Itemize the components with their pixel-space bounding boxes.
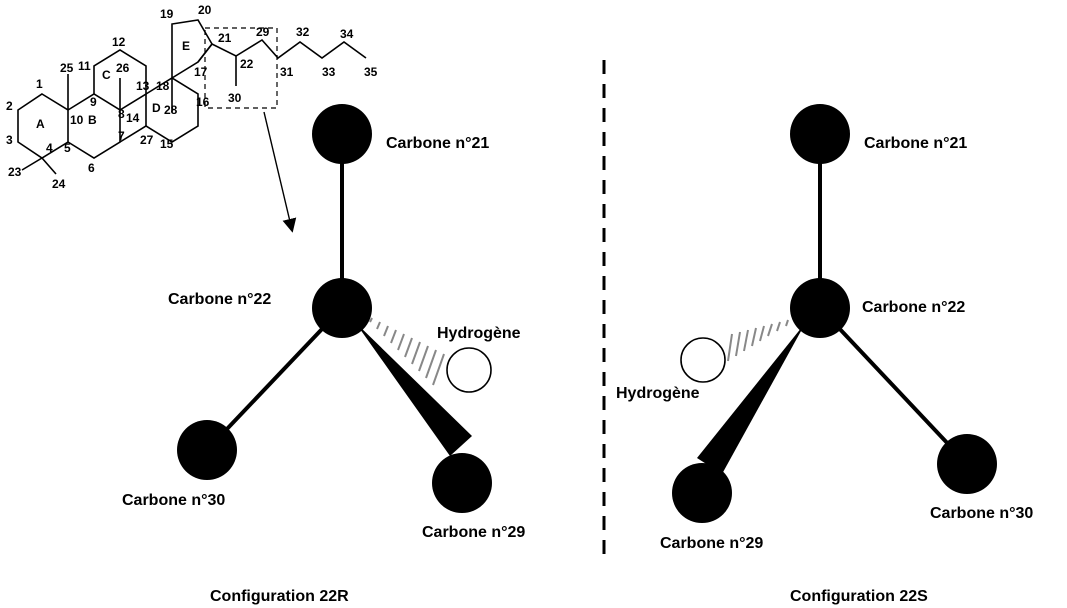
carbon-30-label: Carbone n°30 bbox=[930, 505, 1033, 522]
carbon-number: 24 bbox=[52, 177, 66, 191]
carbon-number: 21 bbox=[218, 31, 232, 45]
carbon-number: 13 bbox=[136, 79, 150, 93]
carbon-29-atom bbox=[672, 463, 732, 523]
carbon-22-atom bbox=[790, 278, 850, 338]
ring-label: E bbox=[182, 39, 190, 53]
carbon-29-atom bbox=[432, 453, 492, 513]
carbon-21-label: Carbone n°21 bbox=[864, 135, 967, 152]
carbon-number: 9 bbox=[90, 95, 97, 109]
carbon-number: 18 bbox=[156, 79, 170, 93]
wedge-bond-c29 bbox=[697, 322, 806, 474]
carbon-number: 6 bbox=[88, 161, 95, 175]
carbon-30-atom bbox=[937, 434, 997, 494]
configuration-caption: Configuration 22R bbox=[210, 588, 349, 605]
pointer-arrow bbox=[263, 111, 297, 233]
carbon-number: 5 bbox=[64, 141, 71, 155]
side-chain bbox=[197, 38, 367, 63]
carbon-21-atom bbox=[790, 104, 850, 164]
ring-label: C bbox=[102, 68, 111, 82]
carbon-number: 32 bbox=[296, 25, 310, 39]
carbon-29-label: Carbone n°29 bbox=[422, 524, 525, 541]
carbon-number: 4 bbox=[46, 141, 53, 155]
carbon-30-atom bbox=[177, 420, 237, 480]
carbon-21-label: Carbone n°21 bbox=[386, 135, 489, 152]
carbon-30-label: Carbone n°30 bbox=[122, 492, 225, 509]
configuration-22r: Carbone n°21 Carbone n°22 Hydrogène Carb… bbox=[122, 104, 525, 605]
methyl-26-27 bbox=[119, 78, 147, 126]
configuration-caption: Configuration 22S bbox=[790, 588, 928, 605]
carbon-number: 3 bbox=[6, 133, 13, 147]
carbon-number: 25 bbox=[60, 61, 74, 75]
hashed-bond-hydrogen bbox=[727, 319, 789, 362]
carbon-number: 28 bbox=[164, 103, 178, 117]
carbon-number: 26 bbox=[116, 61, 130, 75]
carbon-number: 19 bbox=[160, 7, 174, 21]
carbon-29-label: Carbone n°29 bbox=[660, 535, 763, 552]
carbon-22-label: Carbone n°22 bbox=[168, 291, 271, 308]
ring-label: A bbox=[36, 117, 45, 131]
bond-c22-c30 bbox=[205, 306, 344, 452]
carbon-number: 1 bbox=[36, 77, 43, 91]
configuration-22s: Carbone n°21 Carbone n°22 Hydrogène Carb… bbox=[616, 104, 1033, 605]
carbon-number: 27 bbox=[140, 133, 154, 147]
carbon-number: 8 bbox=[118, 107, 125, 121]
carbon-number: 34 bbox=[340, 27, 354, 41]
hydrogen-atom bbox=[680, 337, 726, 383]
carbon-number: 17 bbox=[194, 65, 208, 79]
carbon-number: 10 bbox=[70, 113, 84, 127]
ring-label: B bbox=[88, 113, 97, 127]
ring-c bbox=[93, 49, 147, 111]
carbon-number: 35 bbox=[364, 65, 378, 79]
carbon-number: 22 bbox=[240, 57, 254, 71]
carbon-22-atom bbox=[312, 278, 372, 338]
carbon-number: 16 bbox=[196, 95, 210, 109]
carbon-number: 2 bbox=[6, 99, 13, 113]
carbon-number: 15 bbox=[160, 137, 174, 151]
wedge-bond-c29 bbox=[355, 322, 472, 456]
methyl-23-24 bbox=[21, 157, 57, 175]
carbon-number: 33 bbox=[322, 65, 336, 79]
side-chain-highlight-box bbox=[204, 27, 278, 109]
carbon-number: 12 bbox=[112, 35, 126, 49]
carbon-number-group: 1 2 3 4 5 6 7 8 9 10 11 12 13 14 15 16 1… bbox=[6, 3, 378, 191]
carbon-number: 20 bbox=[198, 3, 212, 17]
carbon-22-label: Carbone n°22 bbox=[862, 299, 965, 316]
ring-label-group: A B C D E bbox=[36, 39, 190, 131]
hydrogen-atom bbox=[446, 347, 492, 393]
carbon-number: 14 bbox=[126, 111, 140, 125]
carbon-number: 29 bbox=[256, 25, 270, 39]
carbon-number: 31 bbox=[280, 65, 294, 79]
carbon-number: 23 bbox=[8, 165, 22, 179]
carbon-21-atom bbox=[312, 104, 372, 164]
ring-b bbox=[67, 93, 121, 159]
ring-label: D bbox=[152, 101, 161, 115]
carbon-number: 7 bbox=[118, 129, 125, 143]
hydrogen-label: Hydrogène bbox=[616, 385, 700, 402]
carbon-number: 30 bbox=[228, 91, 242, 105]
hydrogen-label: Hydrogène bbox=[437, 325, 521, 342]
bond-c22-c30 bbox=[818, 306, 969, 466]
hashed-bond-hydrogen bbox=[369, 317, 445, 386]
carbon-number: 11 bbox=[78, 59, 91, 73]
